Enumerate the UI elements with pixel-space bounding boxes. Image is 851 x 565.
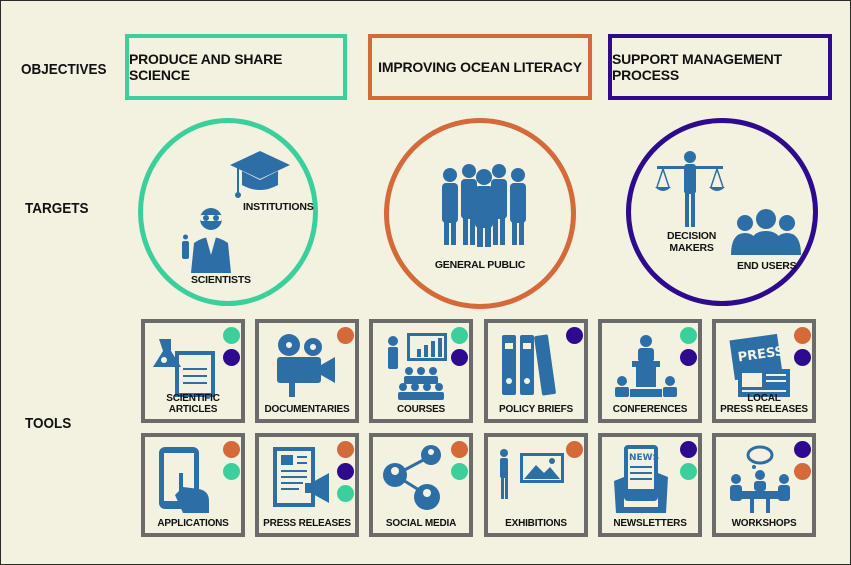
film-camera-icon [277,334,335,397]
tool-name-line: NEWSLETTERS [613,518,687,529]
objective-science: PRODUCE AND SHARE SCIENCE [125,34,347,100]
objective-dot [337,485,354,502]
tool-card: DOCUMENTARIES [255,319,359,423]
objective-dot [680,441,697,458]
gallery-icon [500,449,564,499]
discussion-table-icon [730,445,790,513]
objective-literacy-text: IMPROVING OCEAN LITERACY [378,59,582,75]
objective-dot [451,441,468,458]
target-literacy-circle: GENERAL PUBLIC [384,118,576,309]
lecture-icon [388,333,447,400]
scientist-icon [182,208,231,273]
tool-name-line: LOCAL [747,393,781,404]
tool-name: WORKSHOPS [716,518,812,529]
objective-management-text: SUPPORT MANAGEMENT PROCESS [612,51,782,83]
target-end-users-label: END USERS [737,260,797,272]
objective-dot [337,463,354,480]
tool-name-line: PRESS RELEASES [720,404,808,415]
crowd-icon [442,164,526,247]
tablet-touch-icon [159,447,209,513]
objective-dot [451,349,468,366]
tool-name-line: SOCIAL MEDIA [385,518,457,529]
tool-name-line: SCIENTIFIC ARTICLES [166,393,220,415]
tool-name: NEWSLETTERS [602,518,698,529]
objective-dot [680,327,697,344]
objective-dot [794,327,811,344]
tool-name-line: DOCUMENTARIES [264,404,350,415]
objective-dot [794,463,811,480]
objective-dot [223,349,240,366]
svg-text:NEWS: NEWS [629,453,659,463]
tool-name-line: WORKSHOPS [731,518,797,529]
objective-dot [566,441,583,458]
tool-name-line: EXHIBITIONS [505,518,567,529]
binders-icon [502,334,556,396]
objective-management: SUPPORT MANAGEMENT PROCESS [608,34,832,100]
tool-name: DOCUMENTARIES [259,404,355,415]
tool-name-line: COURSES [396,404,446,415]
scales-person-icon [655,151,725,227]
tool-name: PRESS RELEASES [259,518,355,529]
tool-card: APPLICATIONS [141,433,245,537]
objective-dot [794,441,811,458]
news-tablet-icon: NEWS [614,445,668,513]
tool-name-line: PRESS RELEASES [263,518,351,529]
objective-dot [794,349,811,366]
objective-dot [223,463,240,480]
tool-card: NEWS NEWSLETTERS [598,433,702,537]
tool-name: CONFERENCES [602,404,698,415]
tool-name: POLICY BRIEFS [488,404,584,415]
tool-name: SOCIAL MEDIA [373,518,469,529]
tool-card: PRESS RELEASES [255,433,359,537]
objective-dot [451,327,468,344]
tool-card: EXHIBITIONS [484,433,588,537]
tool-name-line: POLICY BRIEFS [499,404,573,415]
objective-dot [337,327,354,344]
tool-card: SCIENTIFIC ARTICLES [141,319,245,423]
objective-dot [566,327,583,344]
graduation-cap-icon [230,151,290,198]
podium-icon [615,335,677,397]
target-makers-line: MAKERS [669,242,714,254]
objective-dot [451,463,468,480]
network-icon [383,445,441,510]
document-megaphone-icon [273,447,329,507]
newspaper-press-icon: PRESS [729,333,790,397]
users-group-icon [731,209,801,255]
target-management-circle: DECISION MAKERS END USERS [626,118,818,306]
tool-card: SOCIAL MEDIA [369,433,473,537]
target-decision-makers-label: DECISION MAKERS [667,230,716,254]
target-science-circle: INSTITUTIONS SCIENTISTS [138,118,318,306]
tool-name: COURSES [373,404,469,415]
target-decision-line: DECISION [667,230,717,242]
objective-science-text: PRODUCE AND SHARE SCIENCE [129,51,283,83]
flask-document-icon [153,339,215,397]
objective-dot [680,349,697,366]
objective-literacy: IMPROVING OCEAN LITERACY [368,34,592,100]
tool-card: WORKSHOPS [712,433,816,537]
objective-dot [223,441,240,458]
svg-text:PRESS: PRESS [737,344,785,365]
tool-name-line: CONFERENCES [612,404,688,415]
objectives-label: OBJECTIVES [21,61,107,78]
tool-name: SCIENTIFIC ARTICLES [145,393,241,415]
objective-dot [223,327,240,344]
objective-dot [337,441,354,458]
tool-name: APPLICATIONS [145,518,241,529]
tool-card: POLICY BRIEFS [484,319,588,423]
tool-name: EXHIBITIONS [488,518,584,529]
tool-card: COURSES [369,319,473,423]
target-general-public-label: GENERAL PUBLIC [434,259,526,271]
tool-name-line: APPLICATIONS [157,518,229,529]
targets-label: TARGETS [25,200,89,217]
tool-card: CONFERENCES [598,319,702,423]
target-scientists-label: SCIENTISTS [191,274,251,286]
tools-label: TOOLS [25,415,72,432]
objective-dot [680,463,697,480]
target-institutions-label: INSTITUTIONS [243,201,314,213]
